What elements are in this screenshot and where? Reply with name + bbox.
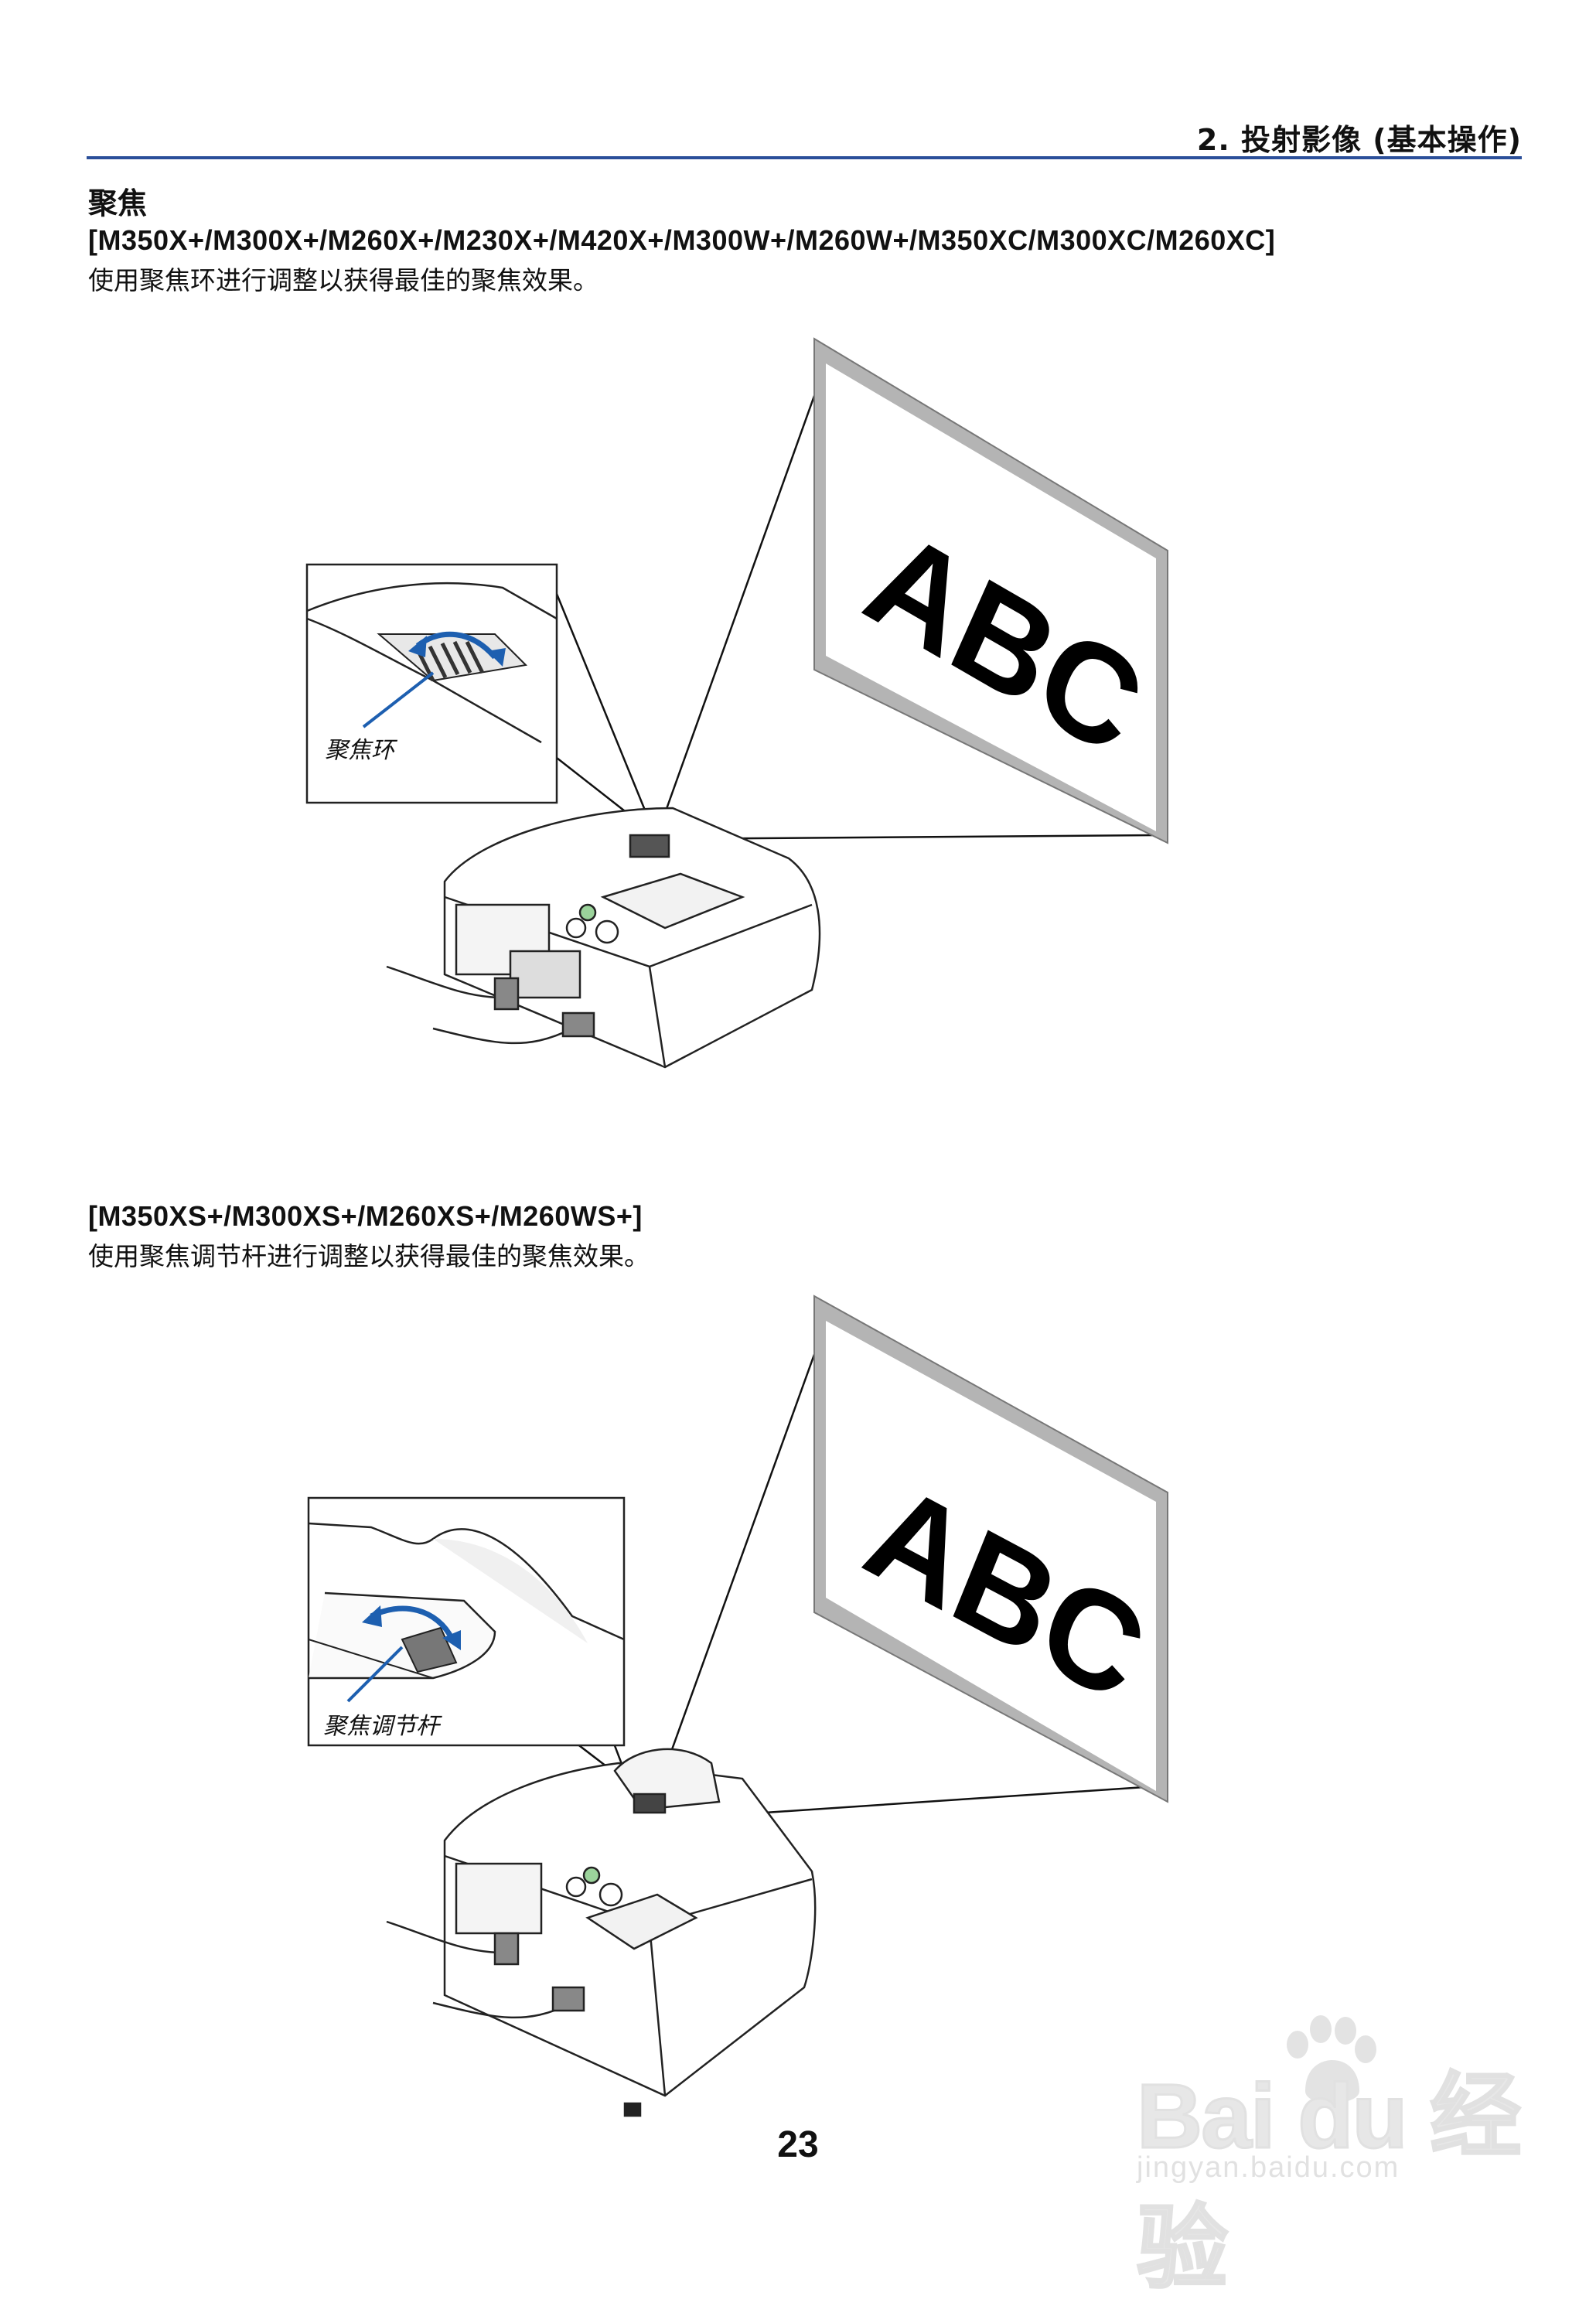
focus-lever-inset: 聚焦调节杆 (307, 1496, 626, 1747)
page-number: 23 (777, 2124, 819, 2165)
callout-arrow-2 (346, 1646, 404, 1703)
watermark-url: jingyan.baidu.com (1137, 2151, 1400, 2184)
projector-illustration (386, 807, 821, 1069)
projection-screen: ABC (813, 337, 1168, 844)
description-1: 使用聚焦环进行调整以获得最佳的聚焦效果。 (88, 265, 598, 295)
callout-arrow (362, 671, 435, 728)
callout-label-2: 聚焦调节杆 (323, 1713, 442, 1740)
baidu-watermark: Bai du 经验 jingyan.baidu.com (1136, 2015, 1570, 2301)
focus-ring-inset: 聚焦环 (305, 563, 558, 804)
model-list-1: [M350X+/M300X+/M260X+/M230X+/M420X+/M300… (88, 224, 1276, 256)
running-head: 2. 投射影像 (基本操作) (1196, 123, 1522, 157)
paw-icon (1287, 2015, 1376, 2103)
projection-screen-2: ABC (813, 1295, 1168, 1803)
rotate-arrow-icon-2 (370, 1605, 455, 1641)
focus-lever-figure: ABC 聚焦调节杆 (307, 1295, 1168, 2117)
projector-illustration-2 (386, 1748, 817, 2117)
focus-ring-figure: ABC 聚焦环 (305, 337, 1168, 1069)
callout-label: 聚焦环 (325, 737, 398, 764)
header-rule (87, 156, 1522, 159)
model-list-2: [M350XS+/M300XS+/M260XS+/M260WS+] (88, 1200, 643, 1232)
description-2: 使用聚焦调节杆进行调整以获得最佳的聚焦效果。 (88, 1241, 650, 1271)
section-title: 聚焦 (88, 186, 148, 220)
